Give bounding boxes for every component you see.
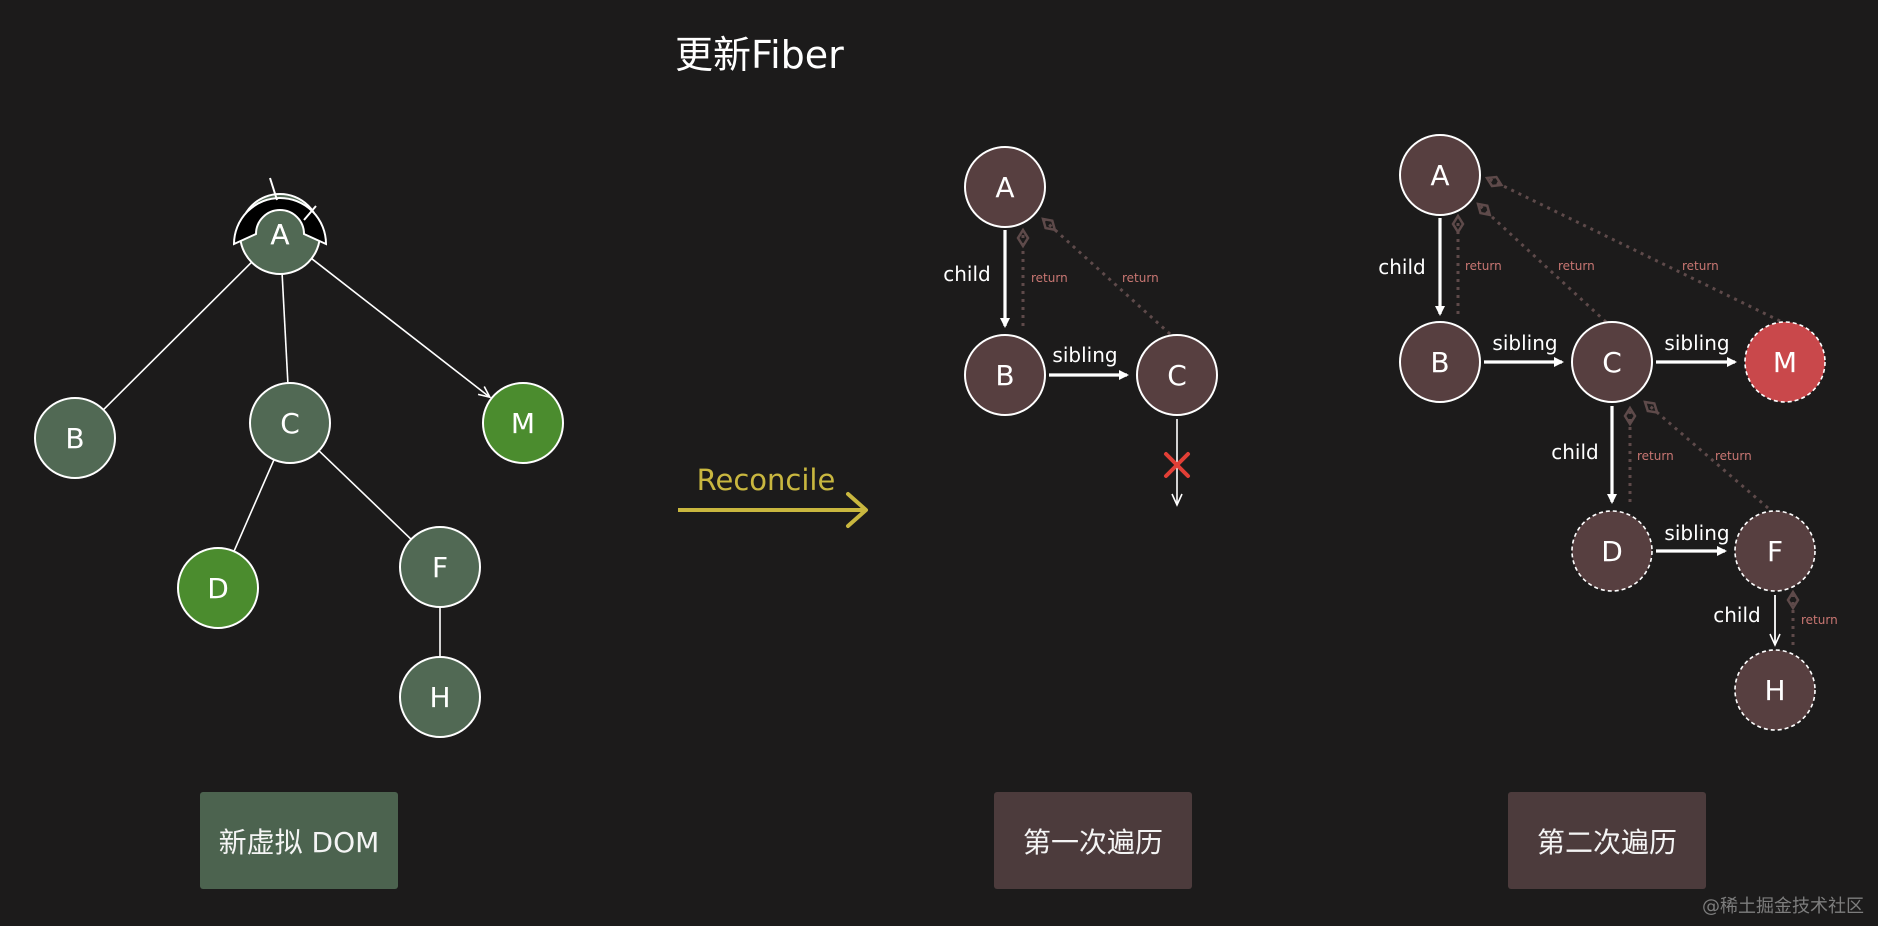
- first-return-link-c-a-diamond: [1041, 217, 1057, 232]
- second-return-link-c-a-label: return: [1558, 259, 1595, 273]
- second-return-link-h-f-diamond: [1786, 589, 1800, 611]
- vdom-node-label-a-top: A: [270, 218, 289, 251]
- vdom-node-d: [177, 547, 259, 629]
- second-sibling-link-c-m-label: sibling: [1664, 331, 1729, 355]
- reconcile-arrow: Reconcile: [678, 463, 868, 528]
- first-return-link-c-a-label: return: [1122, 271, 1159, 285]
- second-node-m: [1744, 321, 1826, 403]
- vdom-edge-a-m: [311, 257, 492, 399]
- second-return-link-c-a-diamond: [1476, 202, 1492, 217]
- second-node-label-b: B: [1430, 346, 1449, 379]
- second-node-label-c: C: [1602, 346, 1622, 379]
- first-sibling-link-b-c-label: sibling: [1052, 343, 1117, 367]
- second-node-f: [1734, 510, 1816, 592]
- caption-new-virtual-dom: 新虚拟 DOM: [200, 792, 398, 889]
- second-node-b: [1399, 321, 1481, 403]
- second-node-a: [1399, 134, 1481, 216]
- second-return-link-f-c-diamond: [1643, 400, 1659, 414]
- second-child-link-c-d-label: child: [1551, 440, 1598, 464]
- vdom-node-label-c: C: [280, 407, 300, 440]
- second-node-h: [1734, 649, 1816, 731]
- crown-divider-right: [303, 205, 317, 221]
- first-child-link-a-b-label: child: [943, 262, 990, 286]
- caption-second-pass: 第二次遍历: [1508, 792, 1706, 889]
- second-sibling-link-d-f-label: sibling: [1664, 521, 1729, 545]
- vdom-edge-a-c: [281, 273, 289, 384]
- watermark: @稀土掘金技术社区: [1702, 896, 1864, 917]
- vdom-node-label-d: D: [207, 572, 229, 605]
- second-node-label-m: M: [1773, 346, 1797, 379]
- vdom-edge-a-b: [102, 261, 253, 411]
- second-node-label-f: F: [1767, 535, 1783, 568]
- vdom-node-m: [482, 382, 564, 464]
- first-pass-fiber-tree: child sibling return return A B C: [943, 146, 1218, 507]
- react-component-icon: A: [232, 177, 328, 251]
- second-return-link-d-c-diamond: [1623, 405, 1637, 427]
- second-child-link-a-b-label: child: [1378, 255, 1425, 279]
- vdom-node-label-m: M: [511, 407, 535, 440]
- second-child-link-f-h-label: child: [1713, 603, 1760, 627]
- first-node-c: [1136, 334, 1218, 416]
- crown-divider-left: [269, 177, 278, 201]
- reconcile-label: Reconcile: [697, 463, 836, 497]
- second-node-label-a: A: [1430, 159, 1449, 192]
- second-return-link-b-a-diamond: [1451, 213, 1465, 235]
- reconcile-arrow-head: [846, 492, 868, 528]
- vdom-node-c: [249, 382, 331, 464]
- second-sibling-link-b-c-label: sibling: [1492, 331, 1557, 355]
- second-return-link-m-a: [1486, 176, 1781, 323]
- first-return-link-b-a-label: return: [1031, 271, 1068, 285]
- second-return-link-m-a-diamond: [1484, 175, 1504, 188]
- page-title: 更新Fiber: [675, 33, 844, 77]
- second-return-link-d-c-label: return: [1637, 449, 1674, 463]
- second-return-link-b-a-label: return: [1465, 259, 1502, 273]
- vdom-node-label-h: H: [429, 681, 450, 714]
- caption-first-pass: 第一次遍历: [994, 792, 1192, 889]
- vdom-edge-c-f: [318, 450, 412, 540]
- second-pass-fiber-tree: child sibling sibling child sibling child retu…: [1378, 134, 1838, 731]
- second-return-link-c-a: [1476, 202, 1608, 324]
- second-node-label-d: D: [1601, 535, 1623, 568]
- vdom-node-f: [399, 526, 481, 608]
- second-node-c: [1571, 321, 1653, 403]
- first-node-label-c: C: [1167, 359, 1187, 392]
- vdom-node-h: [399, 656, 481, 738]
- vdom-node-label-a: A: [270, 218, 289, 251]
- crown-shape: [232, 197, 328, 246]
- second-return-link-f-c-label: return: [1715, 449, 1752, 463]
- vdom-node-label-b: B: [65, 422, 84, 455]
- second-node-d: [1571, 510, 1653, 592]
- second-return-link-f-c: [1644, 400, 1769, 510]
- first-node-a: [964, 146, 1046, 228]
- first-node-b: [964, 334, 1046, 416]
- vdom-edge-c-d: [233, 459, 275, 552]
- first-node-label-b: B: [995, 359, 1014, 392]
- first-return-link-b-a-diamond: [1016, 227, 1030, 249]
- vdom-node-label-f: F: [432, 551, 448, 584]
- second-return-link-h-f-label: return: [1801, 613, 1838, 627]
- close-icon-stroke-2: [1164, 452, 1190, 478]
- second-return-link-m-a-label: return: [1682, 259, 1719, 273]
- second-node-label-h: H: [1764, 674, 1785, 707]
- vdom-node-b: [34, 397, 116, 479]
- first-node-label-a: A: [995, 171, 1014, 204]
